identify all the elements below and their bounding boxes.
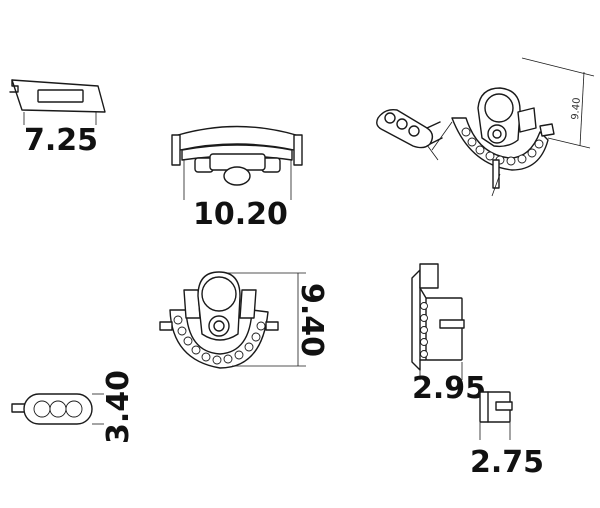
dim-side-depth: 2.95 <box>412 371 486 406</box>
small-part <box>479 391 513 440</box>
dim-clip-height: 3.40 <box>101 370 136 444</box>
top-view-strip <box>9 79 106 125</box>
dim-top-left-width: 7.25 <box>24 123 98 158</box>
iso-body <box>451 87 555 189</box>
isometric-view: 9.40 <box>376 57 595 197</box>
dim-front-height: 9.40 <box>294 283 329 357</box>
dim-top-middle-width: 10.20 <box>193 197 288 232</box>
front-view-tray <box>171 125 303 200</box>
dim-iso-height: 9.40 <box>570 97 583 120</box>
clip-view <box>11 393 104 425</box>
dim-small-part-width: 2.75 <box>470 445 544 480</box>
front-view-body <box>159 271 306 369</box>
side-view <box>411 263 465 380</box>
iso-clip <box>376 108 443 161</box>
